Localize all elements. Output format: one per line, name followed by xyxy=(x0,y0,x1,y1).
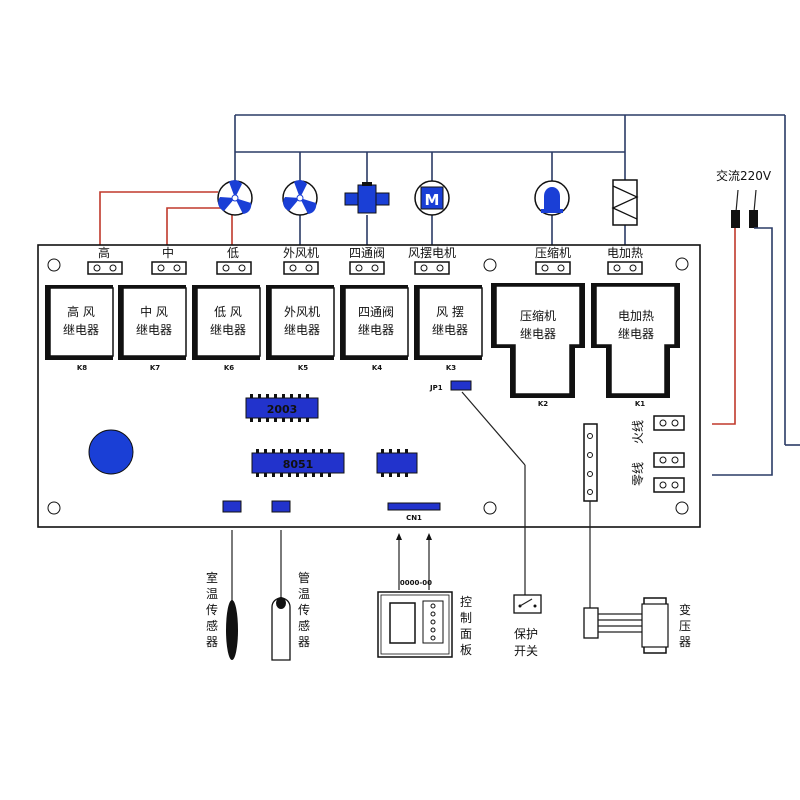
svg-text:继电器: 继电器 xyxy=(284,323,320,337)
svg-text:低 风: 低 风 xyxy=(214,305,242,319)
live-label: 火线 xyxy=(631,420,645,444)
sensor-leads xyxy=(231,530,432,612)
label-high: 高 xyxy=(98,245,110,260)
svg-text:传: 传 xyxy=(206,602,218,617)
svg-text:风 摆: 风 摆 xyxy=(436,305,464,319)
relay-k7: 中 风 继电器 K7 xyxy=(118,285,187,372)
pipe-temp-sensor: 管 温 传 感 器 xyxy=(271,570,310,661)
chip-mcu: 8051 xyxy=(251,449,345,477)
chip-small xyxy=(376,449,418,477)
room-temp-sensor: 室 温 传 感 器 xyxy=(206,570,238,660)
svg-text:保护: 保护 xyxy=(514,627,538,641)
svg-text:高 风: 高 风 xyxy=(67,304,95,319)
svg-text:四通阀: 四通阀 xyxy=(358,305,394,319)
svg-text:制: 制 xyxy=(460,611,472,625)
heater-icon xyxy=(611,179,639,226)
neutral-label: 零线 xyxy=(631,462,645,486)
svg-text:继电器: 继电器 xyxy=(520,327,556,341)
svg-text:变: 变 xyxy=(679,602,691,617)
svg-text:感: 感 xyxy=(298,618,310,633)
relay-k5: 外风机 继电器 K5 xyxy=(266,285,335,372)
label-low: 低 xyxy=(227,246,239,260)
label-mid: 中 xyxy=(162,245,174,260)
svg-text:温: 温 xyxy=(206,587,218,601)
svg-text:控: 控 xyxy=(460,595,472,609)
jp1-jumper: JP1 xyxy=(429,380,526,598)
ac-label: 交流220V xyxy=(716,168,772,183)
svg-text:K6: K6 xyxy=(224,364,234,372)
relay-k3: 风 摆 继电器 K3 xyxy=(414,285,483,372)
svg-text:继电器: 继电器 xyxy=(210,323,246,337)
top-bus xyxy=(234,114,800,446)
relay-k1: 电加热 继电器 K1 xyxy=(591,283,680,408)
ac-input: 交流220V xyxy=(712,168,773,476)
svg-text:继电器: 继电器 xyxy=(63,323,99,337)
svg-text:压: 压 xyxy=(679,619,691,633)
fan-icon xyxy=(217,180,253,216)
protection-switch: 保护 开关 xyxy=(513,594,542,658)
svg-text:电加热: 电加热 xyxy=(618,309,654,323)
chip-2003: 2003 xyxy=(245,394,319,422)
svg-text:M: M xyxy=(425,191,440,209)
top-terminals xyxy=(87,261,643,275)
label-four-way-valve: 四通阀 xyxy=(349,246,385,260)
top-labels: 高 中 低 外风机 四通阀 风摆电机 压缩机 电加热 xyxy=(98,245,643,260)
svg-text:K3: K3 xyxy=(446,364,456,372)
svg-text:K2: K2 xyxy=(538,400,548,408)
four-way-valve-icon xyxy=(344,182,390,214)
svg-text:K4: K4 xyxy=(372,364,382,372)
label-outdoor-fan: 外风机 xyxy=(283,246,319,260)
svg-text:面: 面 xyxy=(460,627,472,641)
svg-text:器: 器 xyxy=(298,635,310,649)
control-panel: 0000-00 控 制 面 板 xyxy=(377,579,472,658)
svg-text:CN1: CN1 xyxy=(406,514,422,522)
label-heater: 电加热 xyxy=(607,246,643,260)
svg-text:JP1: JP1 xyxy=(429,384,443,392)
svg-text:K1: K1 xyxy=(635,400,645,408)
label-compressor: 压缩机 xyxy=(535,245,571,260)
relay-k6: 低 风 继电器 K6 xyxy=(192,285,261,372)
svg-text:8051: 8051 xyxy=(283,458,314,471)
svg-text:中 风: 中 风 xyxy=(140,304,168,319)
svg-text:0000-00: 0000-00 xyxy=(400,579,432,587)
label-swing-motor: 风摆电机 xyxy=(408,246,456,260)
relay-k4: 四通阀 继电器 K4 xyxy=(340,285,409,372)
svg-text:继电器: 继电器 xyxy=(432,323,468,337)
transformer-strip xyxy=(583,423,598,610)
relay-k8: 高 风 继电器 K8 xyxy=(45,285,114,372)
sensor-connectors xyxy=(222,500,291,513)
svg-text:K5: K5 xyxy=(298,364,308,372)
svg-text:2003: 2003 xyxy=(267,403,298,416)
relay-k2: 压缩机 继电器 K2 xyxy=(491,283,585,408)
svg-text:外风机: 外风机 xyxy=(284,305,320,319)
svg-text:器: 器 xyxy=(206,635,218,649)
cn1-connector: CN1 xyxy=(387,502,441,522)
mount-holes xyxy=(47,257,689,515)
motor-icon: M xyxy=(414,180,450,216)
svg-text:开关: 开关 xyxy=(514,644,538,658)
svg-text:传: 传 xyxy=(298,602,310,617)
transformer: 变 压 器 xyxy=(583,597,691,654)
svg-text:室: 室 xyxy=(206,570,218,585)
power-terminals: 火线 零线 xyxy=(631,415,685,493)
svg-text:继电器: 继电器 xyxy=(618,327,654,341)
svg-text:K7: K7 xyxy=(150,364,160,372)
buzzer xyxy=(88,429,134,475)
svg-text:继电器: 继电器 xyxy=(136,323,172,337)
svg-text:器: 器 xyxy=(679,635,691,649)
svg-text:K8: K8 xyxy=(77,364,87,372)
compressor-icon xyxy=(534,180,570,216)
svg-text:温: 温 xyxy=(298,587,310,601)
svg-text:感: 感 xyxy=(206,618,218,633)
svg-text:管: 管 xyxy=(298,570,310,585)
svg-text:板: 板 xyxy=(460,643,472,657)
fan-icon xyxy=(282,180,318,216)
svg-text:继电器: 继电器 xyxy=(358,323,394,337)
svg-text:压缩机: 压缩机 xyxy=(520,308,556,323)
